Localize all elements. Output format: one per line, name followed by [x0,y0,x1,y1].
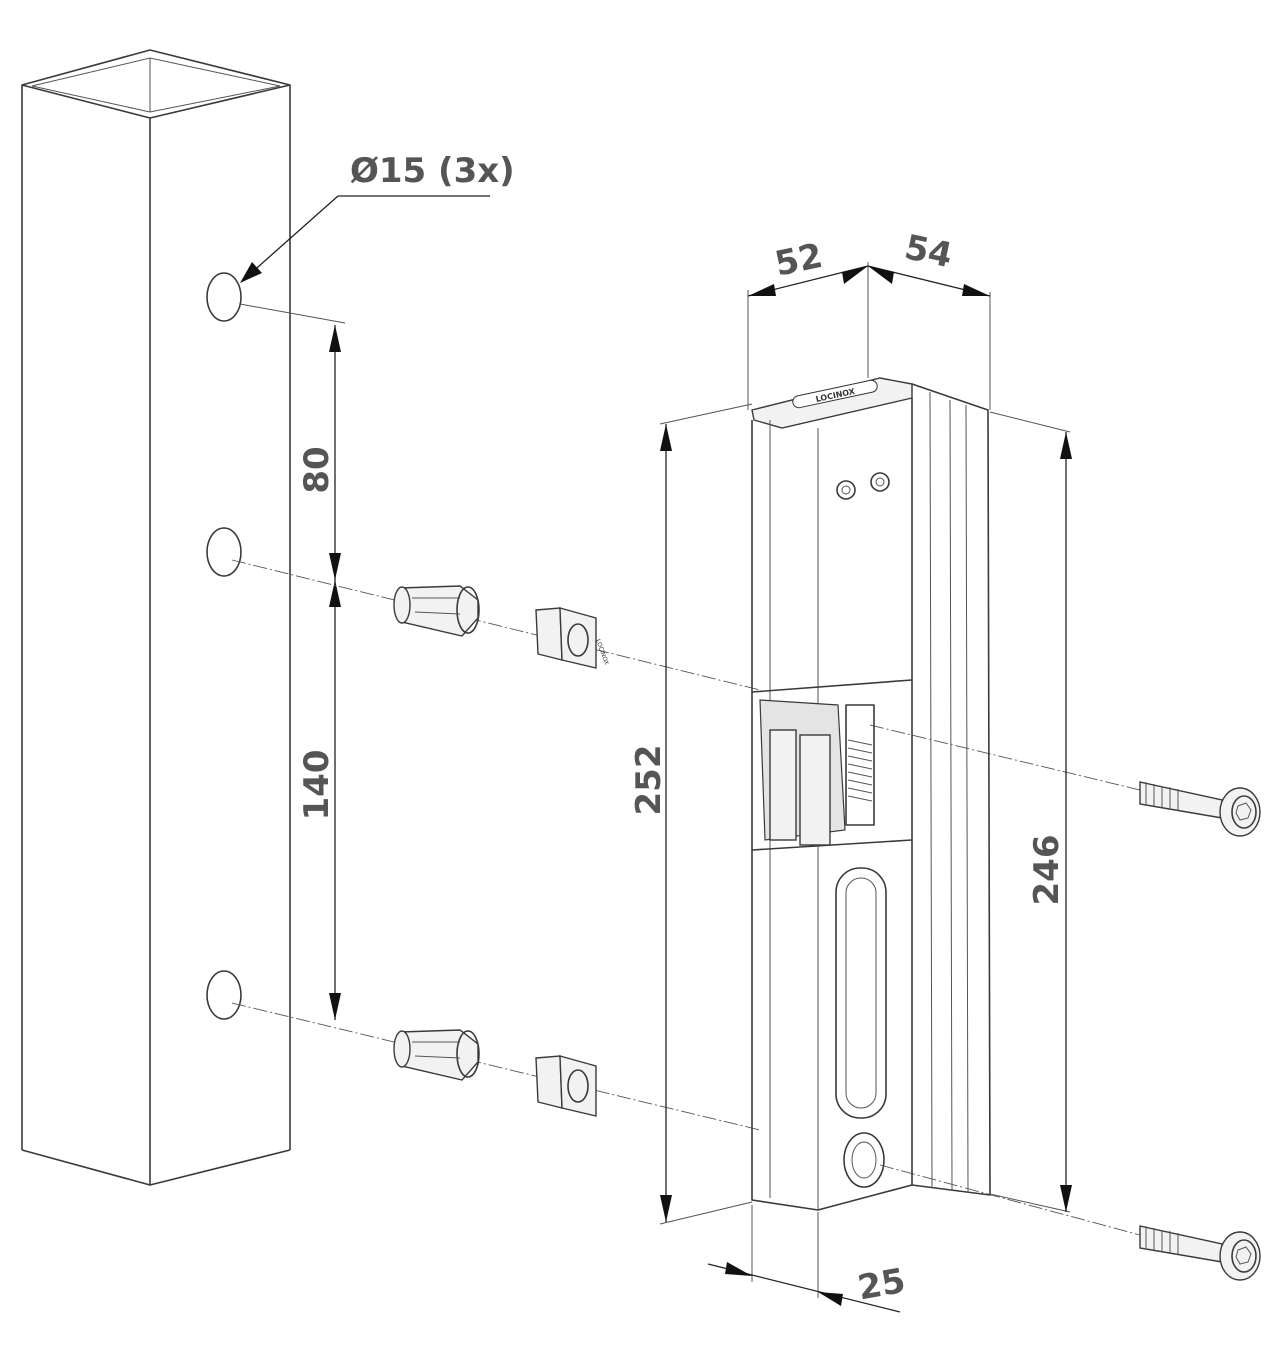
thickness-25-label: 25 [855,1261,909,1309]
square-insert-bottom [535,1055,597,1117]
width-depth-dimensions: 52 54 [747,227,991,410]
post-holes [206,272,242,1020]
hole-diameter-label: Ø15 (3x) [350,151,515,191]
sleeve-top [393,585,480,637]
height-252-label: 252 [629,745,669,816]
hole-top [206,272,242,322]
hole-middle [206,527,242,577]
hole-spacing-80-label: 80 [297,446,337,493]
thickness-25-dimension: 25 [707,1205,909,1313]
hole-bottom [206,970,242,1020]
sleeve-bottom [393,1029,480,1081]
screw-top [1139,781,1261,837]
height-246-label: 246 [1027,835,1067,906]
width-52-label: 52 [771,236,826,285]
assembly-axes [231,559,1141,1236]
depth-54-label: 54 [901,227,956,276]
hole-diameter-callout: Ø15 (3x) [240,151,515,283]
hole-spacing-dimensions: 80 140 [239,303,346,1020]
hole-spacing-140-label: 140 [297,750,337,821]
square-post [21,49,291,1186]
strike-keep: LOCINOX [751,377,991,1211]
height-252-dimension: 252 [629,403,753,1225]
square-insert-top: LOCINOX [535,607,610,669]
screw-bottom [1139,1225,1261,1281]
height-246-dimension: 246 [989,411,1072,1213]
